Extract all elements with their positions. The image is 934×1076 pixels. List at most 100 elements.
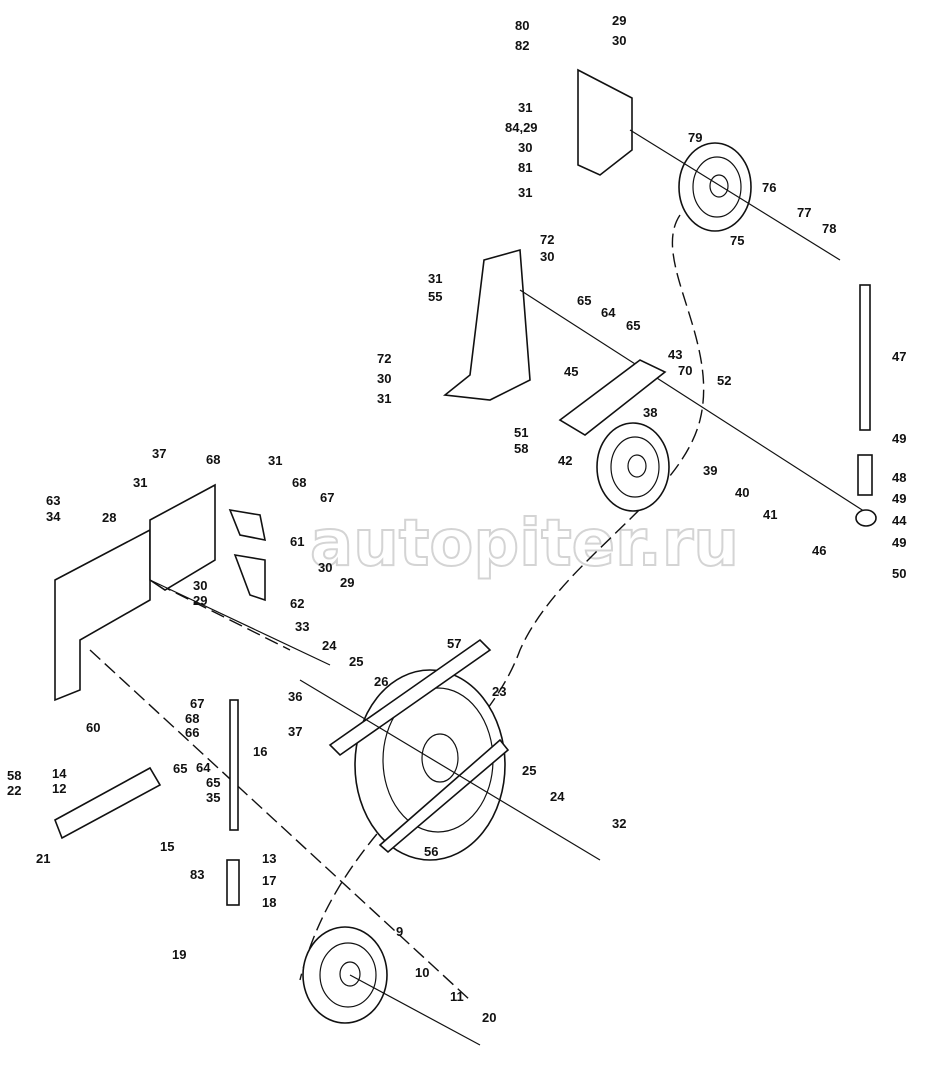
part-callout-79: 79 (688, 130, 702, 145)
part-callout-81: 81 (518, 160, 532, 175)
part-callout-38: 38 (643, 405, 657, 420)
part-callout-17: 17 (262, 873, 276, 888)
part-callout-52: 52 (717, 373, 731, 388)
shaft-line (349, 974, 481, 1046)
part-callout-13: 13 (262, 851, 276, 866)
part-callout-58: 58 (514, 441, 528, 456)
part-callout-55: 55 (428, 289, 442, 304)
part-callout-64: 64 (196, 760, 211, 775)
part-callout-65: 65 (173, 761, 187, 776)
part-callout-63: 63 (46, 493, 60, 508)
spring-17 (226, 859, 240, 906)
part-callout-31: 31 (133, 475, 147, 490)
part-callout-30: 30 (318, 560, 332, 575)
block-44 (855, 509, 877, 527)
part-callout-29: 29 (193, 593, 207, 608)
part-callout-34: 34 (46, 509, 61, 524)
part-callout-46: 46 (812, 543, 826, 558)
part-callout-62: 62 (290, 596, 304, 611)
rod-47 (859, 284, 871, 431)
part-callout-26: 26 (374, 674, 388, 689)
part-callout-30: 30 (518, 140, 532, 155)
part-callout-57: 57 (447, 636, 461, 651)
pulley-9 (302, 926, 388, 1024)
part-callout-30: 30 (193, 578, 207, 593)
part-callout-31: 31 (428, 271, 442, 286)
part-callout-70: 70 (678, 363, 692, 378)
upper-bracket (577, 68, 633, 176)
part-callout-41: 41 (763, 507, 777, 522)
part-callout-82: 82 (515, 38, 529, 53)
part-callout-36: 36 (288, 689, 302, 704)
watermark: autopiter.ru (310, 507, 739, 581)
part-callout-30: 30 (377, 371, 391, 386)
part-callout-49: 49 (892, 431, 906, 446)
part-callout-31: 31 (518, 185, 532, 200)
part-callout-45: 45 (564, 364, 578, 379)
part-callout-11: 11 (450, 989, 464, 1004)
frame-28 (54, 528, 151, 702)
part-callout-42: 42 (558, 453, 572, 468)
axis-line (89, 649, 471, 1001)
part-callout-78: 78 (822, 221, 836, 236)
part-callout-72: 72 (377, 351, 391, 366)
part-callout-65: 65 (577, 293, 591, 308)
part-callout-28: 28 (102, 510, 116, 525)
part-callout-10: 10 (415, 965, 429, 980)
bracket-61 (228, 508, 267, 542)
part-callout-49: 49 (892, 491, 906, 506)
part-callout-51: 51 (514, 425, 528, 440)
part-callout-29: 29 (340, 575, 354, 590)
part-callout-33: 33 (295, 619, 309, 634)
part-callout-37: 37 (152, 446, 166, 461)
part-callout-50: 50 (892, 566, 906, 581)
part-callout-25: 25 (522, 763, 536, 778)
part-callout-32: 32 (612, 816, 626, 831)
part-callout-9: 9 (396, 924, 403, 939)
part-callout-39: 39 (703, 463, 717, 478)
bar-57 (328, 638, 492, 757)
part-callout-14: 14 (52, 766, 67, 781)
part-callout-48: 48 (892, 470, 906, 485)
part-callout-47: 47 (892, 349, 906, 364)
part-callout-37: 37 (288, 724, 302, 739)
part-callout-80: 80 (515, 18, 529, 33)
part-callout-22: 22 (7, 783, 21, 798)
part-callout-68: 68 (185, 711, 199, 726)
part-callout-68: 68 (206, 452, 220, 467)
part-callout-58: 58 (7, 768, 21, 783)
part-callout-44: 44 (892, 513, 907, 528)
bar-56 (378, 738, 510, 854)
shaft-line (299, 679, 601, 861)
belt-path (299, 214, 705, 981)
part-callout-25: 25 (349, 654, 363, 669)
part-callout-24: 24 (550, 789, 565, 804)
part-callout-30: 30 (612, 33, 626, 48)
plate-bracket (149, 483, 216, 591)
part-callout-30: 30 (540, 249, 554, 264)
part-callout-68: 68 (292, 475, 306, 490)
bracket-43 (558, 359, 667, 436)
spring-48 (857, 454, 873, 496)
part-callout-60: 60 (86, 720, 100, 735)
part-callout-66: 66 (185, 725, 199, 740)
part-callout-49: 49 (892, 535, 906, 550)
part-callout-67: 67 (320, 490, 334, 505)
part-callout-65: 65 (206, 775, 220, 790)
bracket-62 (233, 553, 266, 602)
part-callout-19: 19 (172, 947, 186, 962)
part-callout-67: 67 (190, 696, 204, 711)
part-callout-23: 23 (492, 684, 506, 699)
part-callout-84-29: 84,29 (505, 120, 538, 135)
part-callout-31: 31 (377, 391, 391, 406)
part-callout-40: 40 (735, 485, 749, 500)
part-callout-76: 76 (762, 180, 776, 195)
shaft-line (629, 129, 841, 261)
shaft-line (519, 289, 871, 516)
rod-16 (229, 699, 239, 831)
part-callout-31: 31 (518, 100, 532, 115)
pulley-38 (596, 422, 670, 512)
part-callout-43: 43 (668, 347, 682, 362)
